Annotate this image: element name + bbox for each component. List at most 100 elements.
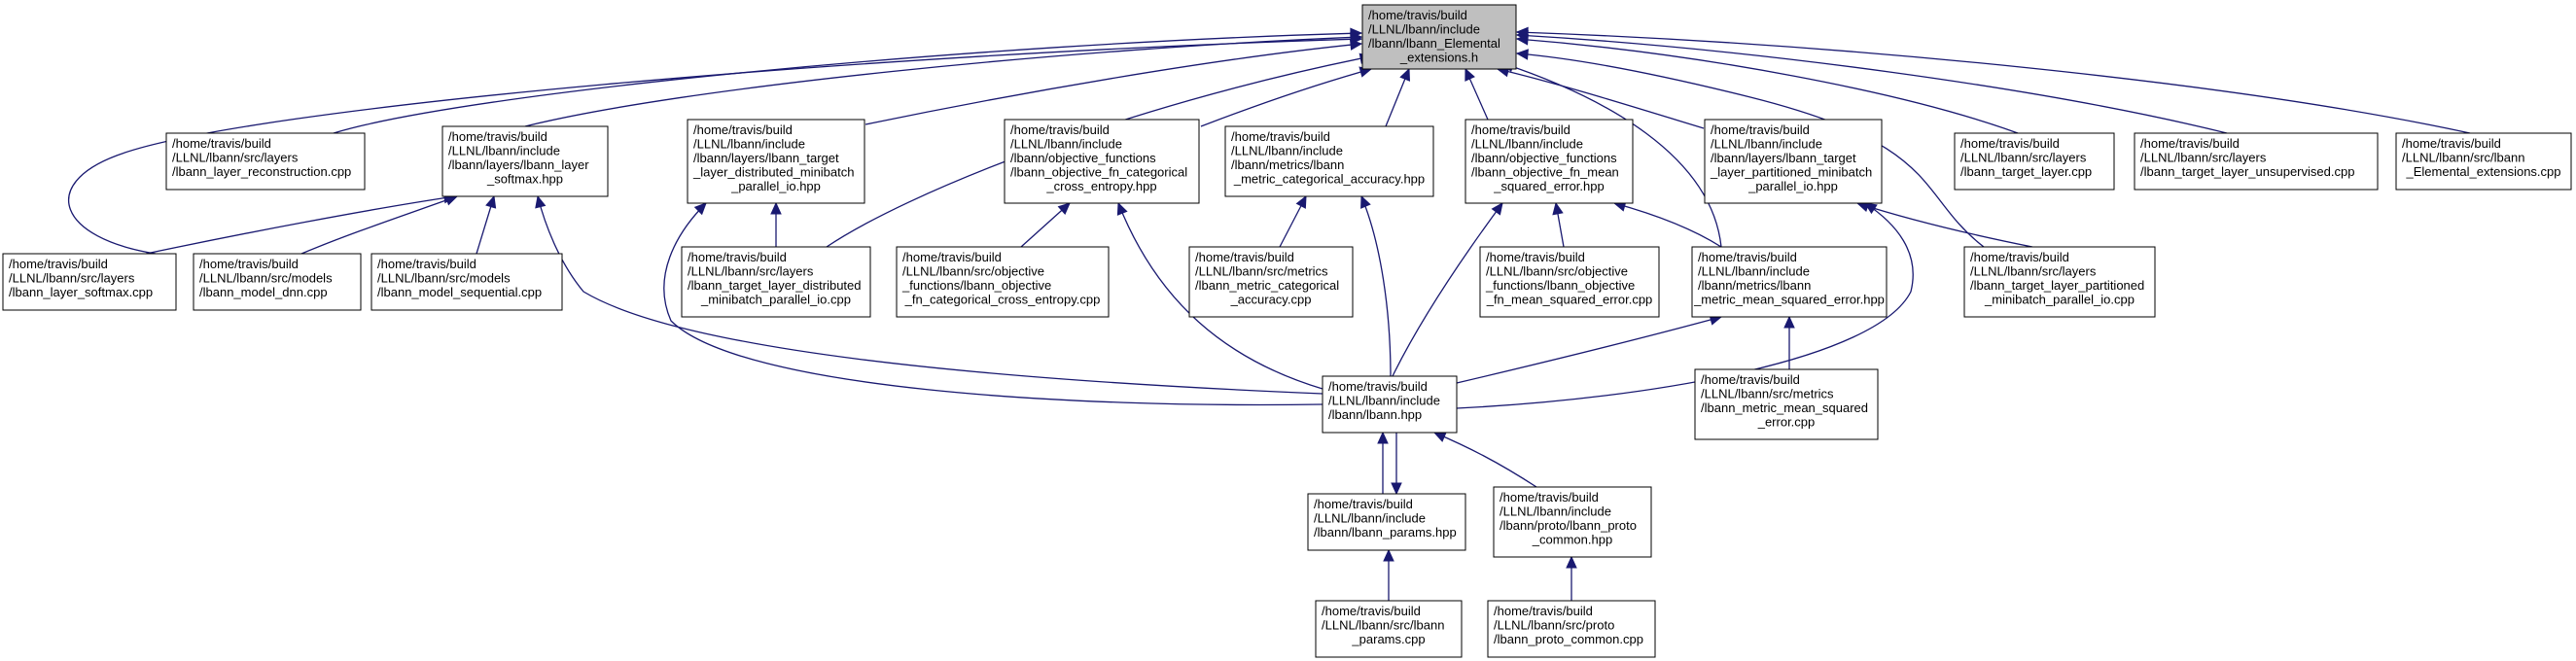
file-node[interactable]: /home/travis/build/LLNL/lbann/src/lbann_… (1315, 600, 1463, 658)
node-label-line: /lbann_layer_reconstruction.cpp (172, 164, 351, 179)
dependency-edge (770, 201, 782, 247)
dependency-edge (535, 194, 1323, 395)
node-label-line: /LLNL/lbann/src/layers (1960, 151, 2087, 165)
edge-line (537, 195, 1323, 395)
file-node[interactable]: /home/travis/build/LLNL/lbann/src/proto/… (1487, 600, 1656, 658)
file-node[interactable]: /home/travis/build/LLNL/lbann/src/lbann_… (2395, 132, 2572, 191)
file-node[interactable]: /home/travis/build/LLNL/lbann/include/lb… (1224, 125, 1434, 197)
node-label-line: /home/travis/build (1486, 250, 1585, 264)
edge-line (1392, 202, 1503, 377)
node-box (681, 246, 871, 318)
node-label-line: /LLNL/lbann/src/lbann (2402, 151, 2524, 165)
file-node[interactable]: /home/travis/build/LLNL/lbann/src/layers… (1954, 132, 2115, 191)
node-label-line: /home/travis/build (1970, 250, 2069, 264)
dependency-edge (1464, 67, 1489, 121)
node-box (441, 125, 609, 197)
node-label-line: /LLNL/lbann/include (1698, 264, 1810, 279)
node-label-line: /home/travis/build (1010, 122, 1110, 137)
node-label-line: _functions/lbann_objective (901, 278, 1051, 293)
dependency-edge (1456, 202, 1914, 409)
node-label-line: /LLNL/lbann/include (1500, 504, 1611, 519)
file-node[interactable]: /home/travis/build/LLNL/lbann/src/layers… (1963, 246, 2156, 318)
dependency-edge (1279, 194, 1307, 248)
file-node[interactable]: /home/travis/build/LLNL/lbann/src/metric… (1694, 368, 1879, 440)
file-node[interactable]: /home/travis/build/LLNL/lbann/include/lb… (1691, 246, 1888, 318)
node-box (1963, 246, 2156, 318)
node-label-line: /home/travis/build (448, 129, 547, 144)
node-label-line: /lbann_model_dnn.cpp (199, 285, 328, 299)
node-label-line: _softmax.hpp (486, 172, 563, 187)
node-label-line: /LLNL/lbann/include (448, 144, 560, 158)
file-node[interactable]: /home/travis/build/LLNL/lbann/src/object… (896, 246, 1110, 318)
arrow-head (1464, 67, 1475, 82)
file-node[interactable]: /home/travis/build/LLNL/lbann/include/lb… (1322, 375, 1458, 434)
arrow-head (1515, 26, 1529, 39)
edge-line (1856, 202, 2033, 248)
arrow-head (1350, 33, 1363, 46)
node-box (1479, 246, 1660, 318)
arrow-head (1399, 67, 1411, 82)
node-label-line: /lbann_target_layer_unsupervised.cpp (2140, 164, 2354, 179)
file-node[interactable]: /home/travis/build/LLNL/lbann/include/lb… (441, 125, 609, 197)
dependency-edge (1200, 66, 1373, 127)
edge-line (1456, 316, 1722, 384)
dependency-edge (1566, 555, 1577, 601)
dependency-edge (1456, 314, 1723, 384)
node-label-line: /lbann_layer_softmax.cpp (9, 285, 153, 299)
file-node[interactable]: /home/travis/build/LLNL/lbann/src/models… (193, 253, 362, 311)
node-label-line: /home/travis/build (1322, 604, 1421, 618)
node-label-line: _parallel_io.hpp (730, 179, 821, 193)
file-node[interactable]: /home/travis/build/LLNL/lbann/include/lb… (1704, 119, 1883, 204)
file-node[interactable]: /home/travis/build/LLNL/lbann/src/layers… (681, 246, 871, 318)
node-label-line: _common.hpp (1532, 533, 1612, 547)
node-label-line: /lbann_proto_common.cpp (1494, 632, 1643, 646)
node-label-line: /lbann_model_sequential.cpp (377, 285, 542, 299)
root-node[interactable]: /home/travis/build/LLNL/lbann/include/lb… (1361, 4, 1517, 70)
node-label-line: /lbann_metric_categorical (1195, 278, 1339, 293)
node-label-line: /LLNL/lbann/src/layers (2140, 151, 2267, 165)
node-label-line: /home/travis/build (9, 257, 108, 271)
node-label-line: /LLNL/lbann/src/objective (1486, 264, 1628, 279)
file-node[interactable]: /home/travis/build/LLNL/lbann/src/metric… (1188, 246, 1354, 318)
arrow-head (1552, 201, 1564, 216)
node-label-line: _metric_categorical_accuracy.hpp (1233, 172, 1425, 187)
node-box (687, 119, 865, 204)
dependency-edge (1116, 201, 1323, 390)
node-box (1004, 119, 1200, 204)
node-box (1315, 600, 1463, 658)
file-node[interactable]: /home/travis/build/LLNL/lbann/src/object… (1479, 246, 1660, 318)
file-node[interactable]: /home/travis/build/LLNL/lbann/src/layers… (2, 253, 177, 311)
arrow-head (1057, 202, 1071, 215)
node-label-line: _metric_mean_squared_error.hpp (1693, 293, 1885, 307)
dependency-edge (1855, 201, 2033, 248)
node-label-line: /lbann/layers/lbann_target (693, 151, 839, 165)
node-box (1694, 368, 1879, 440)
node-label-line: /lbann/lbann_Elemental (1368, 36, 1500, 51)
file-node[interactable]: /home/travis/build/LLNL/lbann/src/layers… (2134, 132, 2379, 191)
dependency-edge (1552, 201, 1565, 248)
file-node[interactable]: /home/travis/build/LLNL/lbann/include/lb… (1307, 493, 1466, 551)
node-label-line: _layer_partitioned_minibatch (1710, 165, 1872, 180)
file-node[interactable]: /home/travis/build/LLNL/lbann/include/lb… (687, 119, 865, 204)
node-label-line: /LLNL/lbann/src/proto (1494, 618, 1614, 633)
file-node[interactable]: /home/travis/build/LLNL/lbann/include/lb… (1493, 486, 1652, 558)
node-label-line: /LLNL/lbann/include (1010, 137, 1122, 152)
node-label-line: /home/travis/build (2402, 136, 2501, 151)
dependency-edge (1515, 26, 2471, 134)
file-node[interactable]: /home/travis/build/LLNL/lbann/include/lb… (1004, 119, 1200, 204)
dependency-edge (1360, 194, 1392, 377)
dependency-edge (1496, 65, 1705, 129)
node-label-line: /lbann_target_layer_partitioned (1970, 278, 2144, 293)
node-box (2395, 132, 2572, 191)
node-label-line: /LLNL/lbann/include (1471, 137, 1583, 152)
node-box (2, 253, 177, 311)
file-node[interactable]: /home/travis/build/LLNL/lbann/src/layers… (165, 132, 366, 191)
node-label-line: /LLNL/lbann/src/metrics (1701, 387, 1834, 401)
node-box (371, 253, 563, 311)
arrow-head (1295, 194, 1307, 209)
edge-line (1433, 432, 1537, 488)
file-node[interactable]: /home/travis/build/LLNL/lbann/src/models… (371, 253, 563, 311)
file-node[interactable]: /home/travis/build/LLNL/lbann/include/lb… (1464, 119, 1634, 204)
dependency-edge (1612, 200, 1722, 248)
node-label-line: /home/travis/build (1368, 8, 1467, 22)
